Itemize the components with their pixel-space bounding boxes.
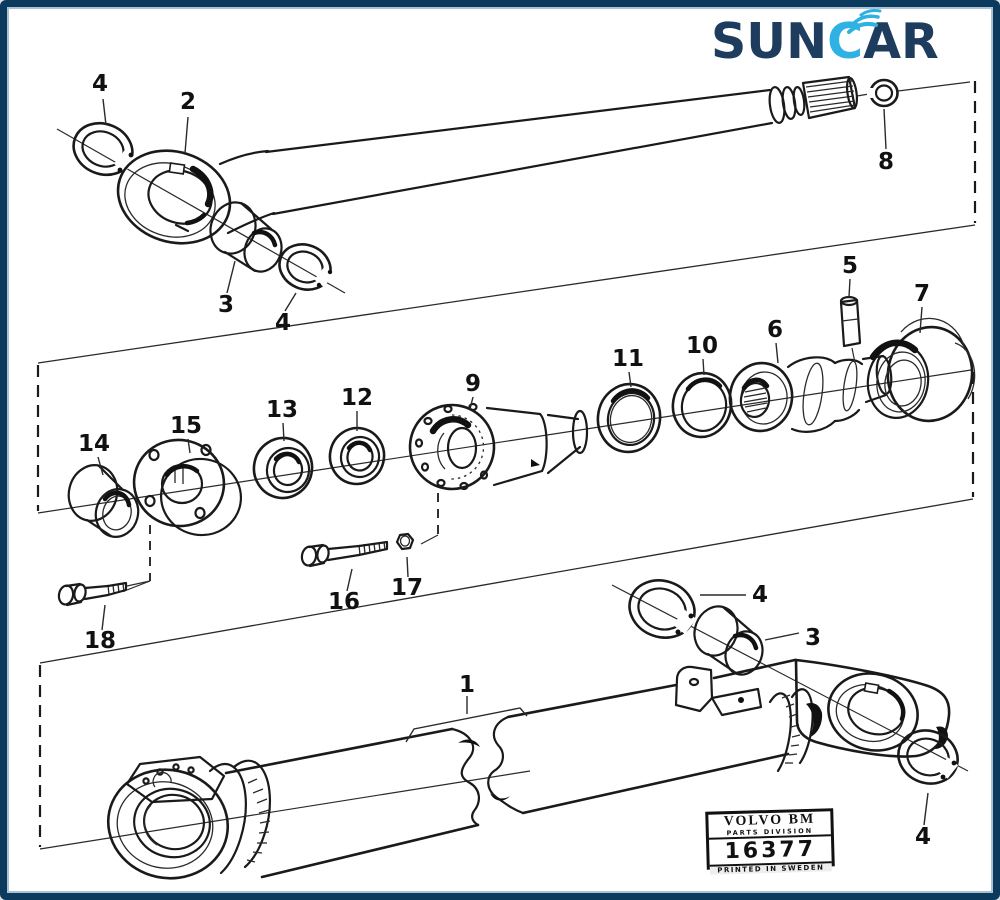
callout-10: 10 [686, 333, 718, 359]
callout-4b: 4 [275, 310, 291, 336]
part-piston-6 [728, 361, 794, 433]
part-ring-8 [856, 78, 971, 108]
part-piston-body [786, 354, 893, 433]
part-circlip-4-top [72, 121, 137, 177]
part-flange-15 [132, 438, 243, 537]
part-bolt-16 [300, 540, 389, 568]
callout-3-top: 3 [218, 292, 234, 318]
part-ring-12 [328, 426, 386, 486]
part-circlip-4d [897, 729, 959, 785]
callout-13: 13 [266, 397, 298, 423]
logo-text-sun: SUN [711, 13, 828, 70]
callout-6: 6 [767, 317, 783, 343]
part-pin-5 [839, 295, 862, 364]
callout-numbers: 4 2 3 4 8 5 7 6 10 11 9 12 13 15 14 16 1… [78, 71, 931, 850]
callout-18: 18 [84, 628, 116, 654]
callout-4c: 4 [752, 582, 768, 608]
part-bushing-3b [693, 605, 764, 676]
stamp-part-number: 16377 [708, 836, 832, 867]
callout-5: 5 [842, 253, 858, 279]
callout-9: 9 [465, 371, 481, 397]
part-sleeve-14 [67, 464, 140, 538]
part-bolt-18 [57, 580, 151, 607]
callout-3-bottom: 3 [805, 625, 821, 651]
part-ring-13 [252, 436, 314, 500]
callout-15: 15 [170, 413, 202, 439]
part-circlip-4b [278, 243, 334, 291]
signal-arcs-icon [847, 9, 882, 34]
part-cylinder-head-9 [408, 402, 589, 491]
diagram-canvas: 4 2 3 4 8 5 7 6 10 11 9 12 13 15 14 16 1… [36, 71, 977, 880]
part-piston-rod [264, 75, 859, 216]
callout-8: 8 [878, 149, 894, 175]
callout-1: 1 [459, 672, 475, 698]
callout-16: 16 [328, 589, 360, 615]
part-circlip-4c [628, 579, 697, 639]
boundary-lines [36, 81, 977, 850]
part-rod-eye-2 [116, 149, 276, 245]
logo-letter-c: C [827, 9, 882, 69]
callout-2: 2 [180, 89, 196, 115]
part-end-cap-7 [866, 317, 976, 423]
part-seal-ring-11 [596, 382, 662, 454]
callout-12: 12 [341, 385, 373, 411]
callout-4d: 4 [915, 824, 931, 850]
volvo-stamp: VOLVO BM PARTS DIVISION 16377 PRINTED IN… [705, 808, 835, 875]
part-nut-17 [395, 532, 415, 551]
callout-4-top: 4 [92, 71, 108, 97]
callout-14: 14 [78, 431, 110, 457]
callout-17: 17 [391, 575, 423, 601]
callout-7: 7 [914, 281, 930, 307]
part-bushing-3-top [209, 201, 283, 273]
callout-11: 11 [612, 346, 644, 372]
callout-leaders [97, 98, 929, 826]
part-ring-10 [671, 371, 733, 439]
